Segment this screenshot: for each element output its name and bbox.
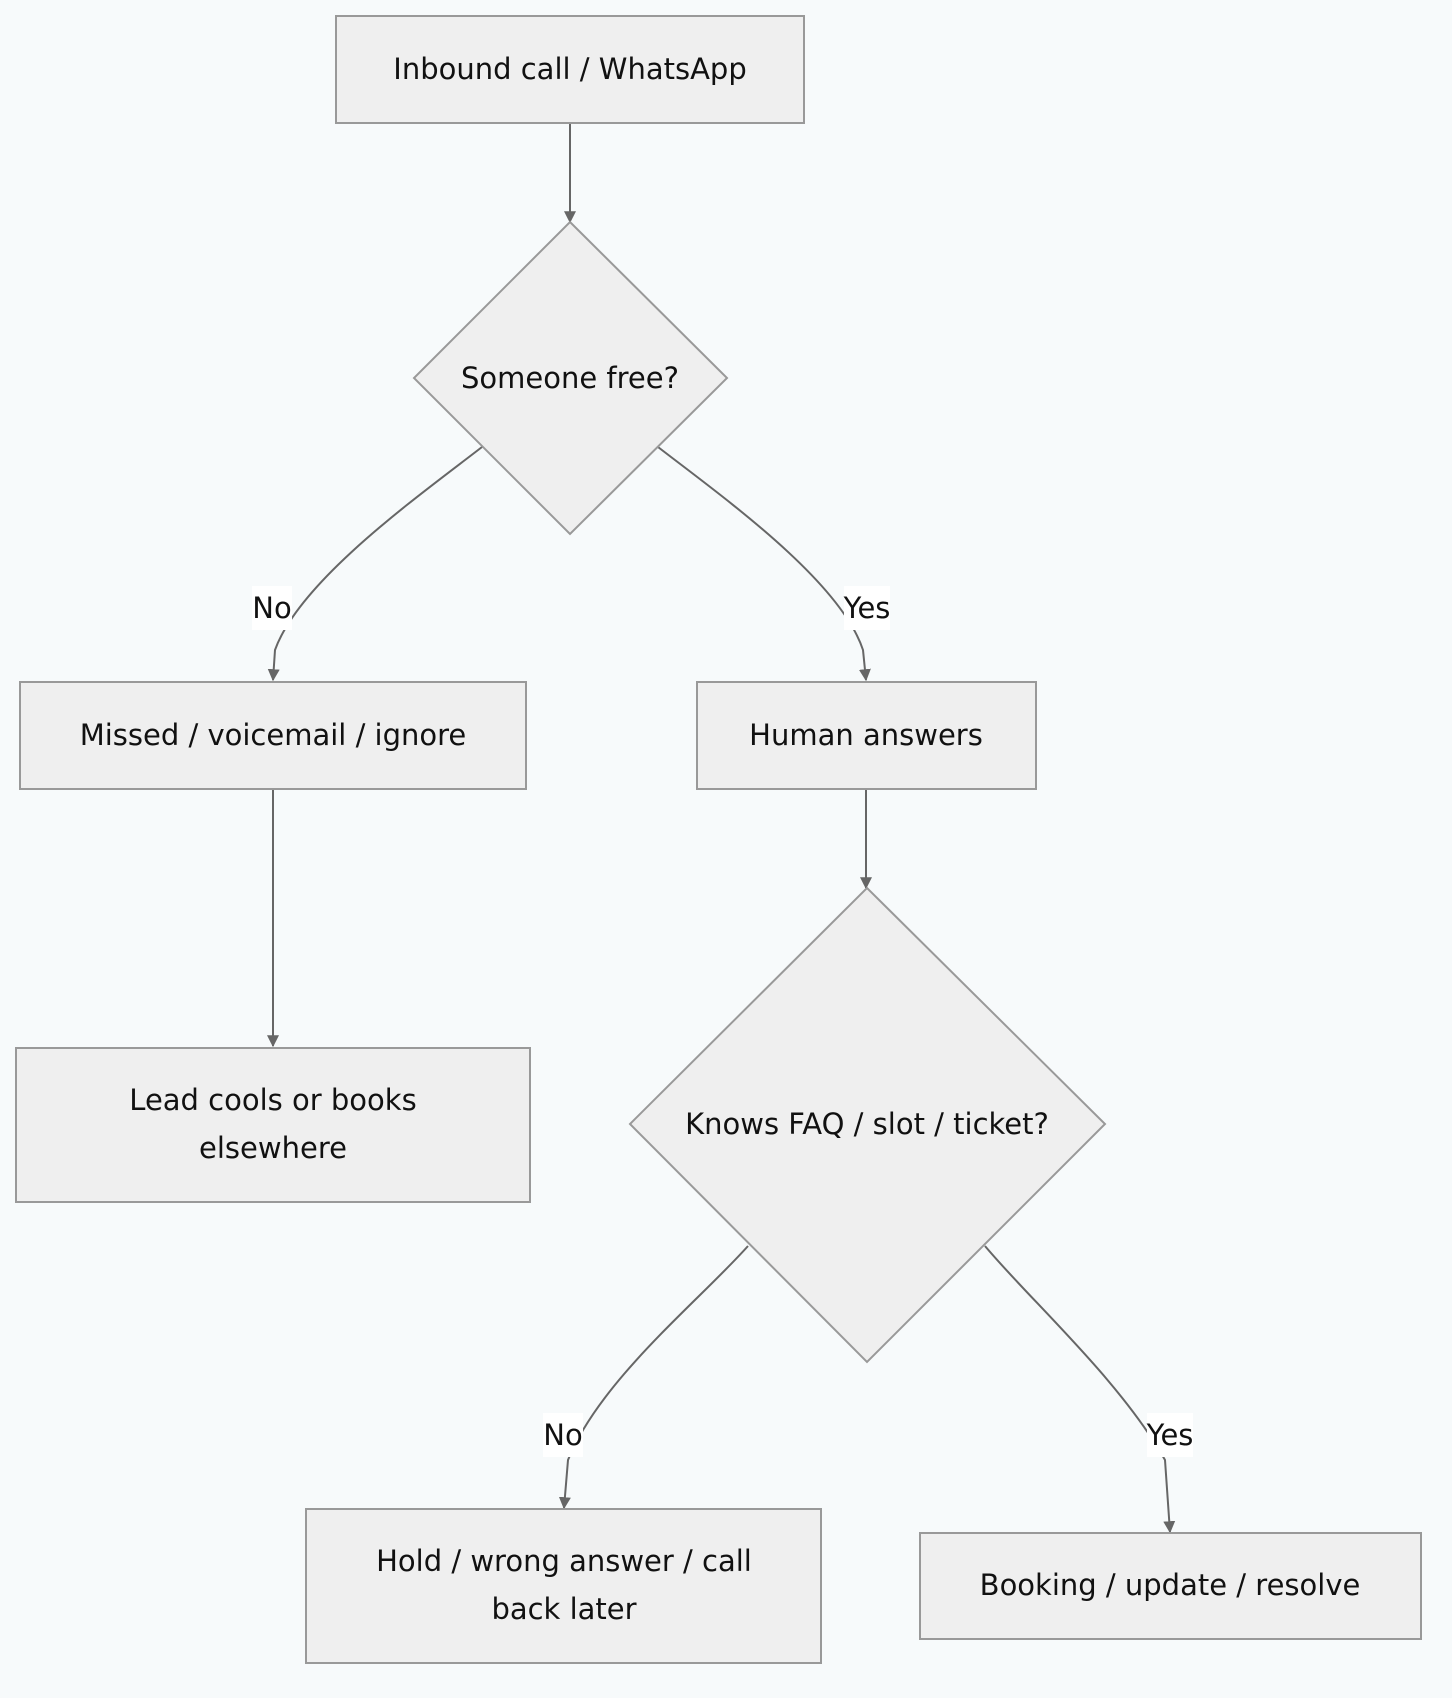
node-human-answers: Human answers xyxy=(696,681,1037,790)
svg-text:Inbound call / WhatsApp: Inbound call / WhatsApp xyxy=(393,52,746,86)
edge-knows-faq-yes xyxy=(984,1245,1176,1534)
svg-text:Lead cools or books: Lead cools or books xyxy=(129,1083,416,1117)
edge-label-yes-1: Yes xyxy=(843,586,891,630)
svg-text:Yes: Yes xyxy=(1146,1418,1194,1452)
svg-text:Hold / wrong answer / call: Hold / wrong answer / call xyxy=(376,1544,752,1578)
edge-knows-faq-no xyxy=(558,1245,749,1510)
svg-text:Yes: Yes xyxy=(843,591,891,625)
node-inbound: Inbound call / WhatsApp xyxy=(335,15,805,124)
svg-text:Missed / voicemail / ignore: Missed / voicemail / ignore xyxy=(80,718,467,752)
svg-text:Someone free?: Someone free? xyxy=(461,361,679,395)
svg-text:No: No xyxy=(543,1418,582,1452)
edge-label-no-2: No xyxy=(543,1413,583,1457)
edge-someone-free-yes xyxy=(657,446,871,682)
svg-text:No: No xyxy=(252,591,291,625)
node-lead-cools: Lead cools or books elsewhere xyxy=(15,1047,531,1203)
node-booking: Booking / update / resolve xyxy=(919,1532,1422,1640)
edge-someone-free-no xyxy=(267,446,483,682)
svg-text:Knows FAQ / slot / ticket?: Knows FAQ / slot / ticket? xyxy=(685,1107,1049,1141)
svg-text:Booking / update / resolve: Booking / update / resolve xyxy=(980,1568,1361,1602)
node-someone-free-decision: Someone free? xyxy=(412,220,729,536)
node-knows-faq-decision: Knows FAQ / slot / ticket? xyxy=(628,886,1107,1364)
svg-text:back later: back later xyxy=(491,1592,636,1626)
svg-text:elsewhere: elsewhere xyxy=(199,1131,347,1165)
edge-label-no-1: No xyxy=(252,586,292,630)
svg-text:Human answers: Human answers xyxy=(749,718,983,752)
node-hold: Hold / wrong answer / call back later xyxy=(305,1508,822,1664)
edge-label-yes-2: Yes xyxy=(1146,1413,1194,1457)
node-missed: Missed / voicemail / ignore xyxy=(19,681,527,790)
